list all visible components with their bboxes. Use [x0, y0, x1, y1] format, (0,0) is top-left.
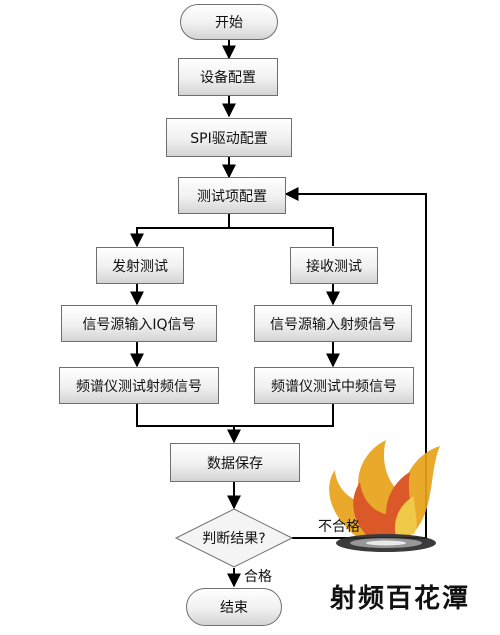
split-connector-right	[229, 227, 334, 246]
tx-measure-node: 频谱仪测试射频信号	[59, 367, 219, 404]
decision-label: 判断结果?	[202, 531, 266, 547]
decision-diamond	[174, 508, 294, 568]
merge-connector	[136, 404, 334, 427]
watermark-flame-logo	[329, 440, 440, 552]
rx-measure-node: 频谱仪测试中频信号	[254, 367, 414, 404]
spi-config-node: SPI驱动配置	[166, 118, 292, 157]
end-node: 结束	[186, 588, 282, 626]
fail-label: 不合格	[318, 519, 360, 535]
rx-test-node: 接收测试	[290, 247, 378, 284]
data-save-node: 数据保存	[170, 443, 300, 482]
device-config-node: 设备配置	[178, 58, 278, 96]
tx-test-node: 发射测试	[96, 247, 184, 284]
watermark-brand-text: 射频百花潭	[330, 584, 471, 614]
pass-label: 合格	[244, 569, 272, 585]
test-config-node: 测试项配置	[178, 177, 286, 214]
tx-input-node: 信号源输入IQ信号	[61, 305, 217, 342]
split-connector	[130, 214, 230, 248]
rx-input-node: 信号源输入射频信号	[254, 305, 412, 342]
start-node: 开始	[180, 4, 278, 40]
